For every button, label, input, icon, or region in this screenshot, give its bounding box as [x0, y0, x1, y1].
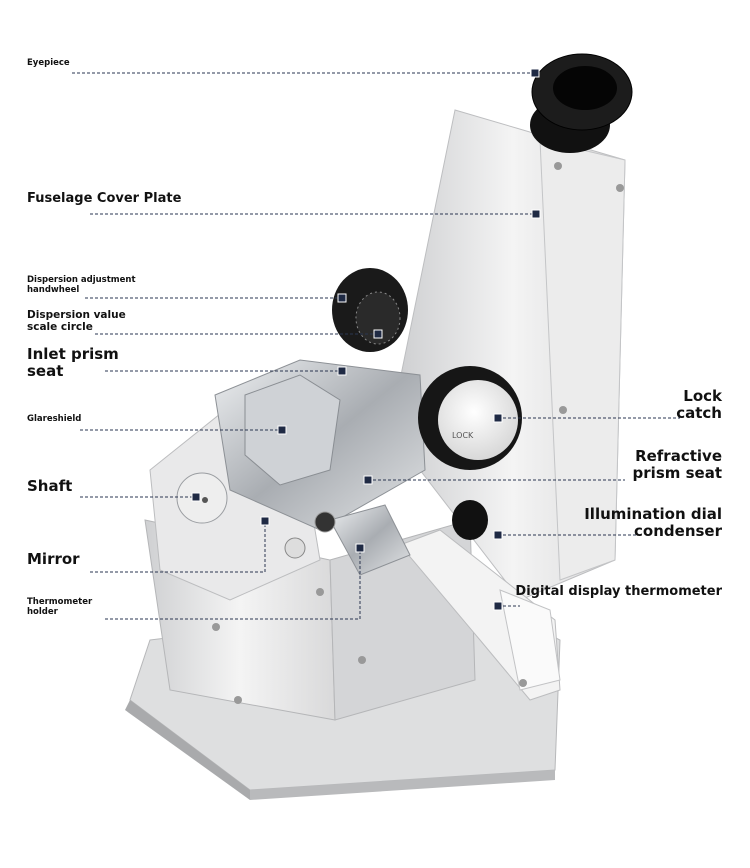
marker-shaft — [191, 492, 201, 502]
tower-edge — [539, 139, 626, 581]
marker-refractive — [363, 475, 373, 485]
leader-mirror — [90, 521, 266, 573]
markers — [191, 68, 541, 611]
label-inlet-prism-seat: Inlet prism seat — [27, 345, 119, 381]
label-refractive-prism-line2: prism seat — [632, 464, 722, 483]
marker-illumination — [493, 530, 503, 540]
label-illumination-dial-condenser: Illumination dial condenser — [584, 505, 722, 541]
label-eyepiece: Eyepiece — [27, 58, 70, 68]
label-dispersion-scale-line1: Dispersion value — [27, 309, 126, 321]
label-inlet-prism-line1: Inlet prism — [27, 345, 119, 363]
screw — [519, 679, 527, 687]
base-front — [125, 700, 250, 800]
shaft-center — [202, 497, 208, 503]
label-lock-catch: Lock catch — [676, 387, 722, 423]
screw — [554, 162, 562, 170]
marker-digital-thermometer — [493, 601, 503, 611]
marker-eyepiece — [530, 68, 540, 78]
lock-dial-face — [438, 380, 518, 460]
screw — [358, 656, 366, 664]
label-dispersion-scale: Dispersion value scale circle — [27, 309, 126, 333]
thermometer-display — [499, 589, 561, 691]
label-thermometer-holder-line2: holder — [27, 606, 58, 617]
label-lock-catch-line1: Lock — [683, 387, 722, 405]
label-illumination-line1: Illumination dial — [584, 505, 722, 523]
label-dispersion-scale-line2: scale circle — [27, 321, 93, 334]
leader-lines — [72, 72, 680, 620]
label-mirror: Mirror — [27, 550, 80, 568]
marker-thermometer-holder — [355, 543, 365, 553]
marker-fuselage — [531, 209, 541, 219]
screw — [316, 588, 324, 596]
label-illumination-line2: condenser — [634, 522, 722, 541]
marker-glareshield — [277, 425, 287, 435]
base-side — [250, 770, 555, 800]
lock-dial-text: LOCK — [452, 431, 474, 440]
marker-inlet-prism — [337, 366, 347, 376]
dispersion-scale — [355, 291, 401, 345]
shaft-knob — [176, 472, 228, 524]
marker-dispersion-handwheel — [337, 293, 347, 303]
thermometer-connector — [329, 504, 411, 576]
screw — [234, 696, 242, 704]
label-refractive-prism-line1: Refractive — [635, 447, 722, 465]
marker-lock — [493, 413, 503, 423]
label-dispersion-handwheel-line2: handwheel — [27, 284, 80, 295]
marker-dispersion-scale — [373, 329, 383, 339]
connector-port — [314, 511, 336, 533]
label-dispersion-handwheel: Dispersion adjustment handwheel — [27, 275, 136, 296]
screw — [559, 406, 567, 414]
label-refractive-prism-seat: Refractive prism seat — [632, 447, 722, 483]
label-dispersion-handwheel-line1: Dispersion adjustment — [27, 275, 136, 285]
marker-mirror — [260, 516, 270, 526]
label-thermometer-holder-line1: Thermometer — [27, 597, 93, 607]
leader-thermometer-holder — [105, 548, 361, 620]
label-digital-display-thermometer: Digital display thermometer — [515, 584, 722, 599]
screw — [616, 184, 624, 192]
label-fuselage-cover-plate: Fuselage Cover Plate — [27, 191, 182, 206]
label-inlet-prism-line2: seat — [27, 362, 64, 381]
label-thermometer-holder: Thermometer holder — [27, 597, 93, 618]
mirror-screw — [284, 537, 306, 559]
label-lock-catch-line2: catch — [676, 404, 722, 423]
illumination-knob — [452, 500, 488, 540]
label-glareshield: Glareshield — [27, 414, 82, 424]
eyepiece-lens — [553, 66, 617, 110]
screw — [212, 623, 220, 631]
label-shaft: Shaft — [27, 477, 73, 495]
glareshield-plate — [244, 374, 341, 486]
